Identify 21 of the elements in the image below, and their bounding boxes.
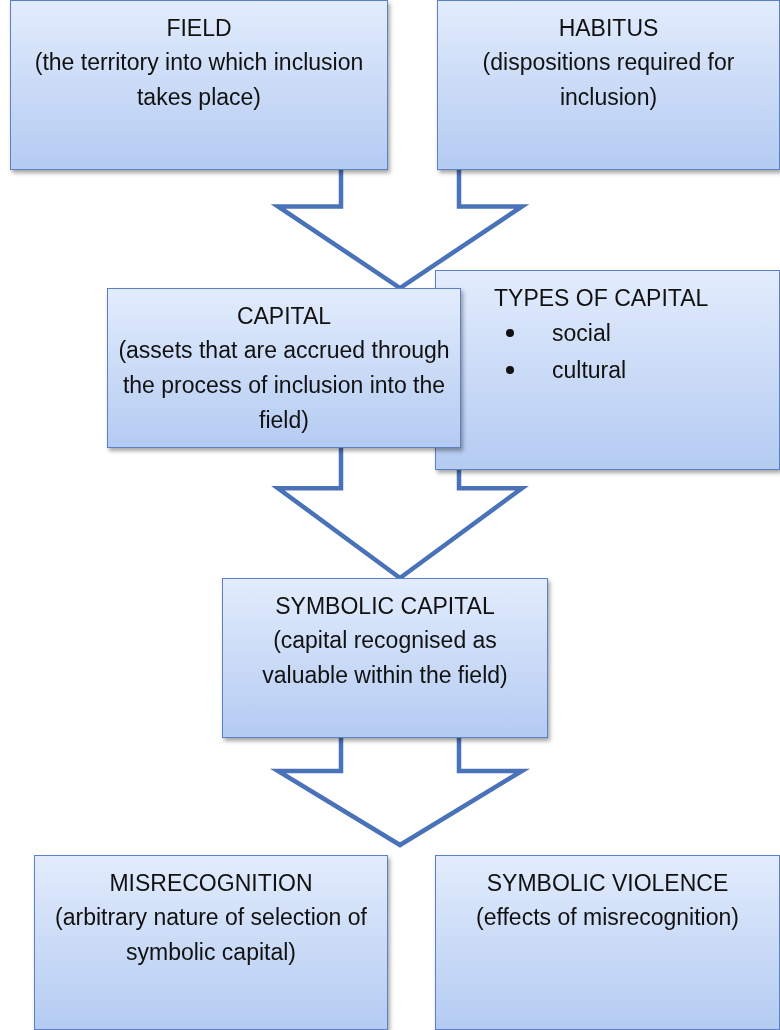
concept-box	[10, 0, 388, 170]
concept-box	[34, 855, 388, 1030]
concept-box	[107, 288, 461, 448]
box-description: (arbitrary nature of selection of symbolic capital)	[54, 903, 368, 967]
concept-box	[222, 578, 548, 738]
box-heading: HABITUS	[558, 14, 659, 43]
concept-box	[435, 855, 780, 1030]
box-heading: SYMBOLIC VIOLENCE	[486, 869, 729, 898]
box-heading: FIELD	[166, 14, 232, 43]
box-description: (effects of misrecognition)	[476, 903, 739, 932]
box-description: (capital recognised as valuable within the field)	[261, 626, 509, 690]
box-description: (dispositions required for inclusion)	[481, 48, 736, 112]
concept-box	[437, 0, 780, 170]
bullet-item: social	[494, 315, 611, 352]
box-description: (the territory into which inclusion takes place)	[33, 48, 365, 112]
box-description: (assets that are accrued through the process of inclusion into the field)	[117, 336, 451, 435]
box-heading: CAPITAL	[236, 302, 332, 331]
box-heading: MISRECOGNITION	[109, 869, 313, 898]
box-heading: SYMBOLIC CAPITAL	[275, 592, 495, 621]
box-heading: TYPES OF CAPITAL	[494, 284, 709, 313]
bullet-item: cultural	[494, 352, 627, 389]
